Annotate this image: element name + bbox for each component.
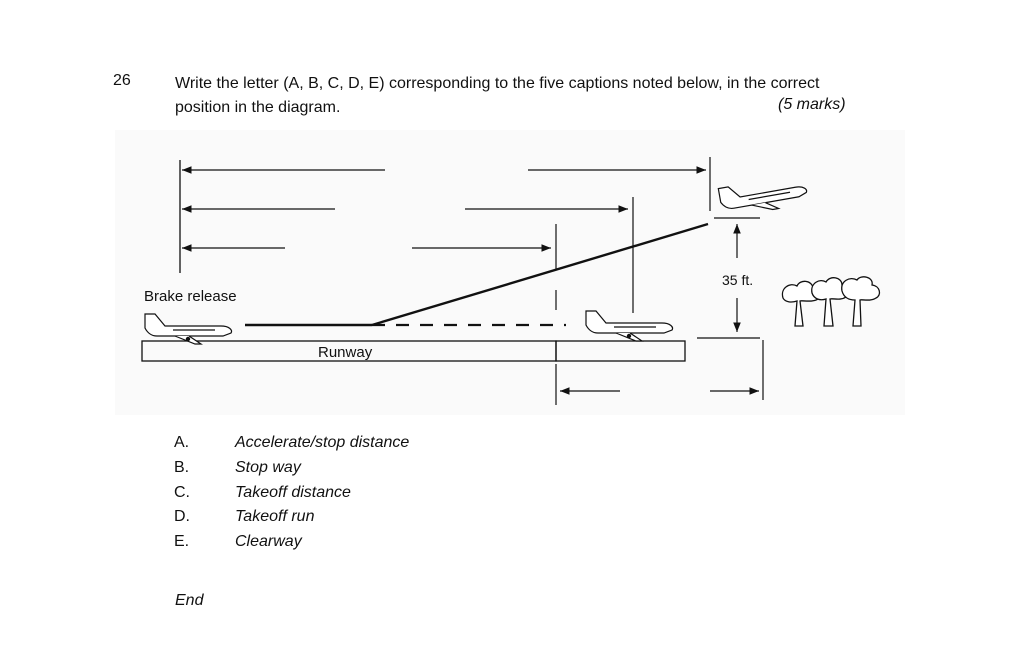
option-letter: E. xyxy=(174,533,190,551)
height-35ft-label: 35 ft. xyxy=(722,272,753,288)
option-caption: Clearway xyxy=(235,533,302,551)
trees-obstacle-icon xyxy=(781,276,881,327)
question-number: 26 xyxy=(113,72,131,89)
runway-label: Runway xyxy=(318,344,373,361)
diagram-background xyxy=(115,130,905,415)
option-d: D. Takeoff run xyxy=(174,505,409,530)
option-caption: Stop way xyxy=(235,459,301,477)
option-letter: C. xyxy=(174,483,190,501)
option-b: B. Stop way xyxy=(174,456,409,481)
option-caption: Takeoff distance xyxy=(235,483,351,501)
brake-release-label: Brake release xyxy=(144,288,237,305)
option-caption: Takeoff run xyxy=(235,508,315,526)
options-list: A. Accelerate/stop distance B. Stop way … xyxy=(174,431,409,554)
question-text: Write the letter (A, B, C, D, E) corresp… xyxy=(175,75,820,116)
option-letter: B. xyxy=(174,459,190,477)
option-e: E. Clearway xyxy=(174,530,409,555)
marks-label: (5 marks) xyxy=(778,96,846,113)
end-label: End xyxy=(175,592,204,609)
option-letter: A. xyxy=(174,434,190,452)
aircraft-brake-release-icon xyxy=(144,313,233,345)
stopway-strip xyxy=(555,340,686,362)
aircraft-rollout-icon xyxy=(585,310,674,342)
option-c: C. Takeoff distance xyxy=(174,480,409,505)
climb-path-line xyxy=(371,222,709,327)
option-caption: Accelerate/stop distance xyxy=(235,434,410,452)
option-a: A. Accelerate/stop distance xyxy=(174,431,409,456)
option-letter: D. xyxy=(174,508,190,526)
aircraft-airborne-icon xyxy=(717,186,808,211)
